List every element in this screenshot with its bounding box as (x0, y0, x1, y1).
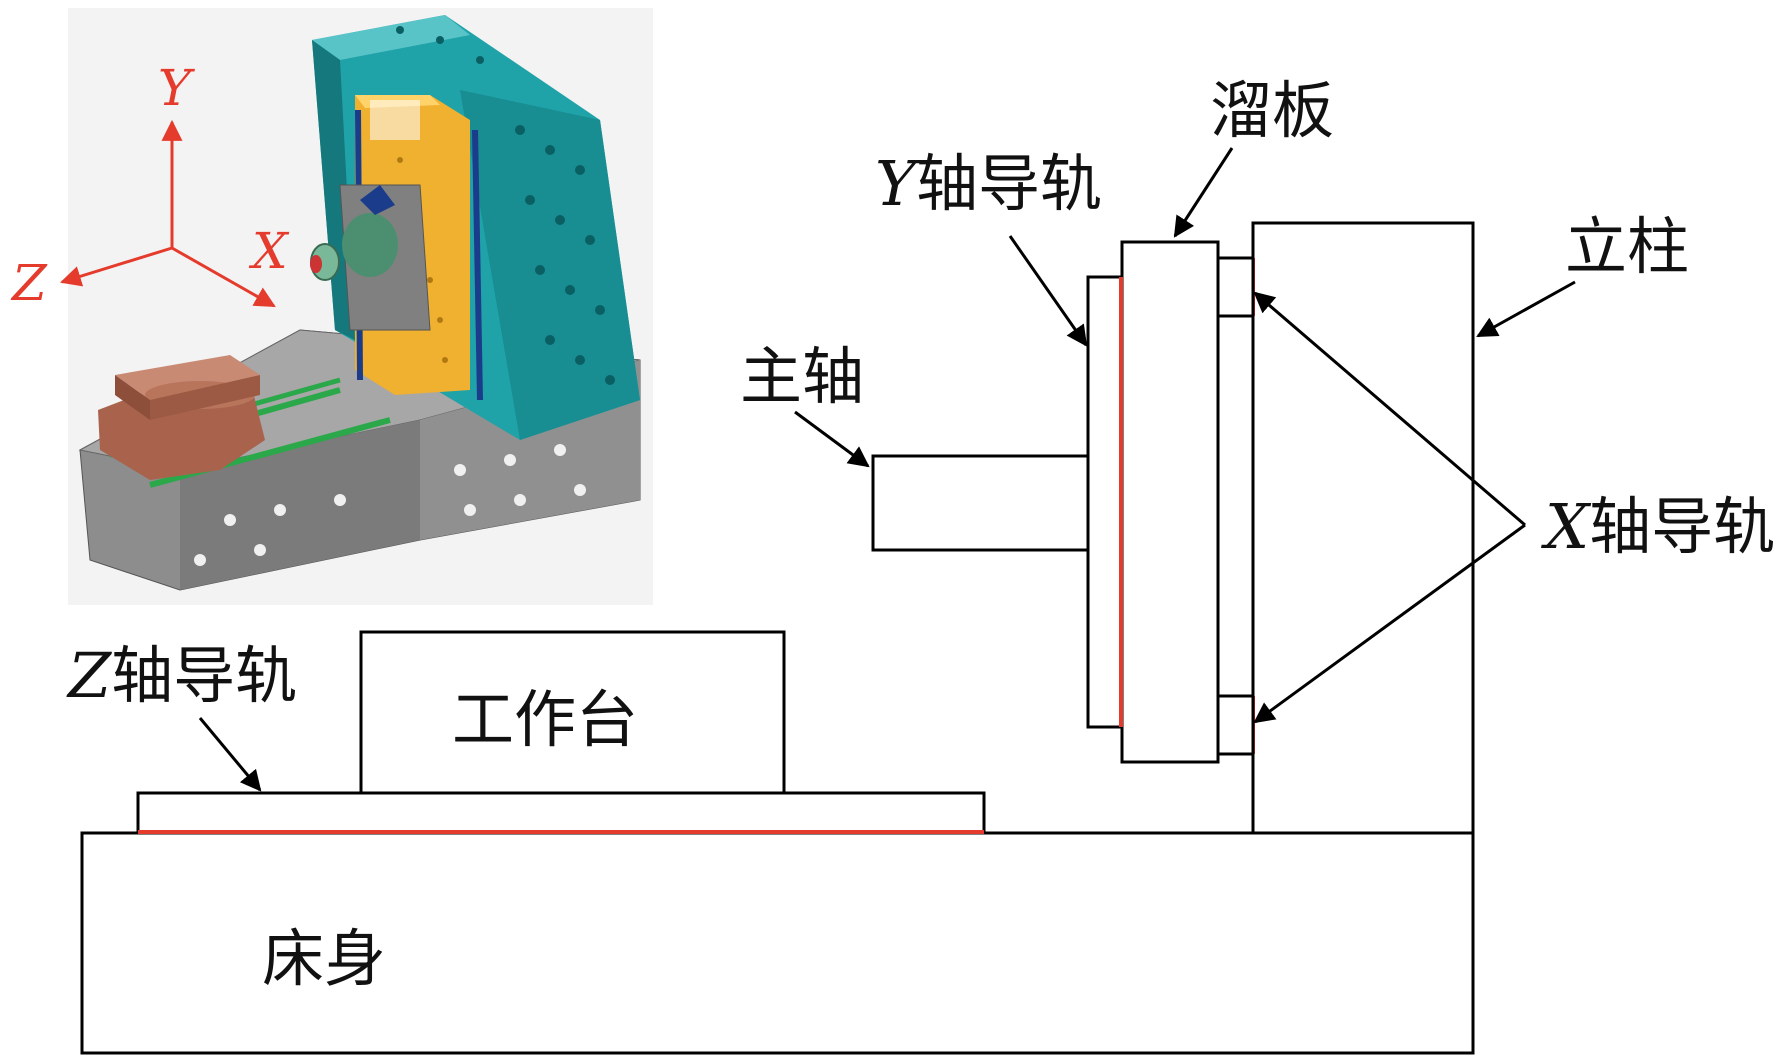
x-axis-arrow (171, 246, 276, 308)
bed-label: 床身 (262, 922, 386, 995)
spindle-block (871, 454, 1090, 552)
saddle-label: 溜板 (1210, 74, 1334, 147)
x-rail-leader-top (1253, 291, 1526, 527)
y-rail-text: 轴导轨 (916, 147, 1102, 220)
worktable-label: 工作台 (452, 683, 638, 756)
x-rail-leader-bottom (1253, 523, 1526, 724)
saddle-block (1120, 240, 1220, 764)
y-slide-plate (1086, 275, 1124, 729)
x-rail-axis-letter: X (1541, 490, 1592, 563)
model-axis-triad: Y Z X (10, 59, 290, 312)
x-rail-block-top (1216, 256, 1255, 318)
x-rail-text: 轴导轨 (1589, 490, 1775, 563)
column-block (1251, 221, 1475, 835)
z-rail-text: 轴导轨 (111, 639, 297, 712)
x-rail-block-bottom (1216, 694, 1255, 756)
z-rail-leader (198, 717, 262, 792)
z-axis-arrow (59, 246, 173, 287)
schematic: 床身 工作台 主轴 溜板 立柱 Y轴导轨 (66, 74, 1775, 1055)
y-rail-axis-letter: Y (875, 147, 921, 220)
worktable-block (359, 630, 786, 795)
saddle-leader (1173, 147, 1234, 238)
y-rail-leader (1008, 235, 1088, 347)
y-rail-label: Y轴导轨 (875, 147, 1102, 220)
3d-model-view: Y Z X (10, 8, 653, 605)
axis-label-y: Y (158, 59, 195, 117)
model-worktable (98, 355, 265, 480)
axis-label-x: X (248, 222, 290, 280)
z-rail-axis-letter: Z (66, 639, 112, 712)
z-rail-label: Z轴导轨 (66, 639, 297, 712)
model-spindle (310, 184, 431, 331)
axis-label-z: Z (10, 254, 48, 312)
column-leader (1476, 280, 1576, 338)
column-label: 立柱 (1565, 210, 1689, 283)
spindle-label: 主轴 (740, 340, 864, 413)
x-rail-label: X轴导轨 (1541, 490, 1775, 563)
spindle-leader (794, 410, 870, 468)
bed-block (80, 831, 1475, 1055)
z-slide-block (136, 791, 986, 835)
